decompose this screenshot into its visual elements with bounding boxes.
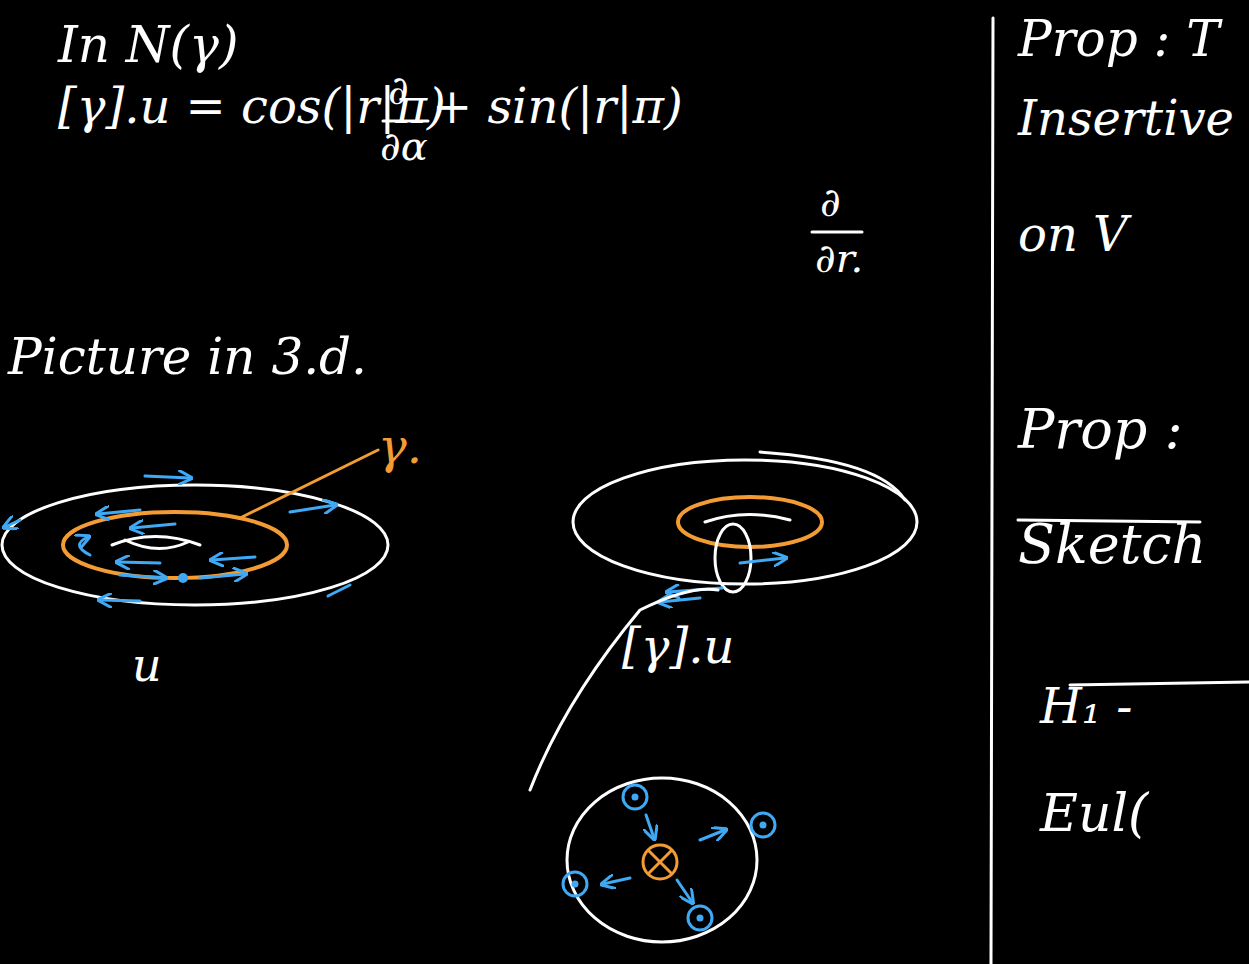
formula: + sin(|r|π) <box>432 80 683 133</box>
proposition: Prop : T <box>1018 12 1220 67</box>
torus-outline <box>2 485 388 605</box>
meridian-circle <box>715 524 751 592</box>
fraction-bar <box>812 231 862 234</box>
vector-field <box>5 476 350 601</box>
proposition: Prop : <box>1018 400 1183 459</box>
torus-outline <box>573 460 917 584</box>
section-heading: Sketch <box>1018 515 1206 574</box>
fraction-numerator: ∂ <box>820 180 841 224</box>
note: H₁ - <box>1040 680 1133 733</box>
fraction-numerator: ∂ <box>388 68 409 112</box>
note: on V <box>1018 208 1128 261</box>
torus-hole <box>125 540 188 549</box>
fraction-denominator: ∂r. <box>815 236 863 280</box>
gamma-section <box>649 851 671 873</box>
fraction-denominator: ∂α <box>380 124 428 168</box>
curve-gamma <box>678 497 822 547</box>
note: Insertive <box>1018 92 1234 145</box>
base-point <box>178 573 188 583</box>
leader-line <box>240 450 378 518</box>
vector-field <box>563 785 775 930</box>
figure-label: [γ].u <box>622 620 734 673</box>
note: Picture in 3.d. <box>8 330 367 385</box>
curve-label: γ. <box>378 420 422 473</box>
curve-gamma <box>63 512 287 578</box>
figure-label: u <box>132 640 162 691</box>
torus-hole <box>705 514 790 522</box>
heading: In N(γ) <box>58 18 239 73</box>
note: Eul( <box>1040 785 1148 842</box>
torus-outline <box>760 452 905 500</box>
column-separator <box>991 18 993 964</box>
cross-section <box>567 778 757 942</box>
gamma-section <box>643 845 677 879</box>
